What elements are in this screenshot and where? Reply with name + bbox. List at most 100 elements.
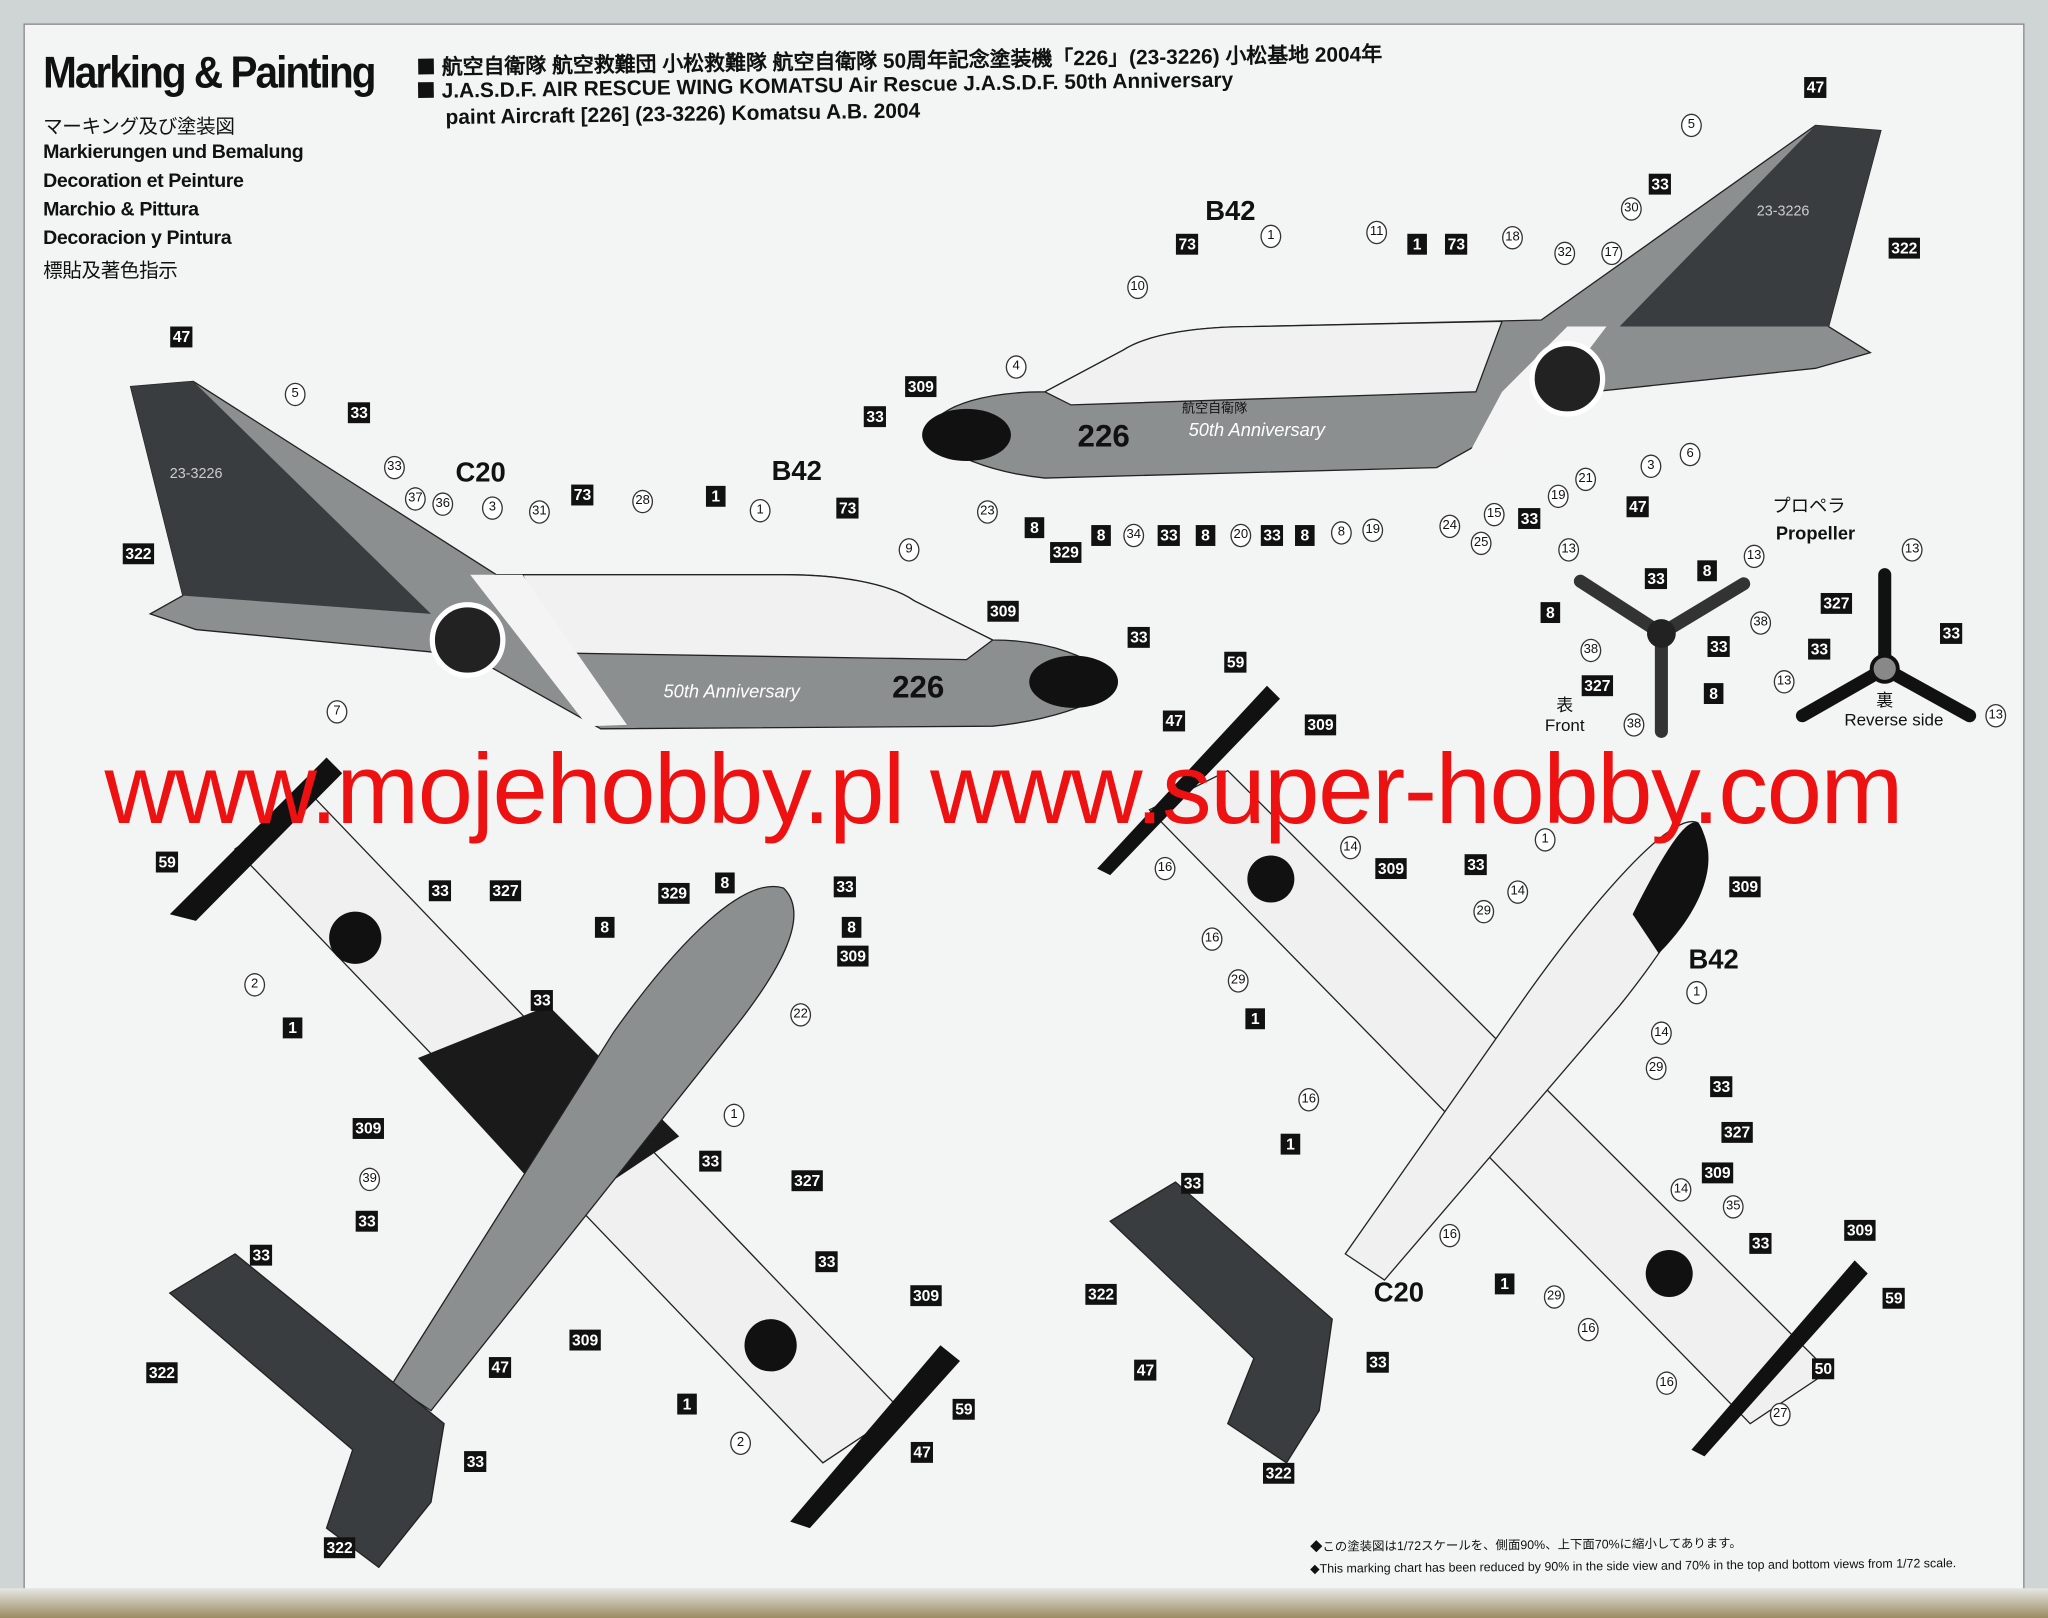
decal-callout: 6 bbox=[1679, 442, 1701, 467]
decal-callout: 2 bbox=[730, 1431, 752, 1456]
decal-callout: 3 bbox=[1640, 454, 1662, 479]
decal-callout: 11 bbox=[1366, 220, 1388, 245]
decal-callout: 322 bbox=[146, 1362, 178, 1384]
decal-callout: 327 bbox=[1820, 592, 1853, 614]
decal-callout: 309 bbox=[987, 600, 1019, 622]
page-title: Marking & Painting bbox=[43, 47, 376, 98]
decal-callout: 1 bbox=[723, 1103, 745, 1128]
decal-callout: 3 bbox=[481, 496, 503, 520]
decal-callout: 8 bbox=[1330, 521, 1352, 545]
side-view-right: 226 50th Anniversary 23-3226 航空自衛隊 bbox=[922, 124, 1882, 479]
decal-callout: 33 bbox=[1644, 568, 1668, 590]
tail-serial: 23-3226 bbox=[170, 466, 223, 482]
decal-callout: 38 bbox=[1623, 713, 1645, 737]
tail-serial: 23-3226 bbox=[1757, 204, 1810, 220]
decal-callout: 23 bbox=[976, 500, 998, 524]
decal-callout: 37 bbox=[404, 487, 426, 511]
decal-callout: 29 bbox=[1227, 969, 1249, 993]
decal-callout: 1 bbox=[1280, 1133, 1301, 1155]
nose-black bbox=[1632, 822, 1709, 954]
decal-callout: 8 bbox=[1295, 525, 1315, 546]
subtitle-jp: マーキング及び塗装図 bbox=[43, 116, 235, 139]
decal-callout: 13 bbox=[1985, 703, 2007, 728]
decal-callout: 1 bbox=[677, 1393, 697, 1415]
roundel bbox=[429, 602, 506, 678]
tailplane bbox=[1109, 1181, 1333, 1464]
decal-sheet-label: C20 bbox=[455, 457, 506, 488]
decal-callout: 309 bbox=[1701, 1162, 1734, 1184]
propeller-title-en: Propeller bbox=[1775, 522, 1856, 544]
decal-callout: 8 bbox=[1091, 525, 1111, 546]
decal-callout: 33 bbox=[833, 876, 857, 898]
decal-callout: 14 bbox=[1670, 1178, 1692, 1202]
tail-dark bbox=[1619, 125, 1881, 327]
decal-callout: 309 bbox=[1375, 858, 1407, 880]
decal-callout: 33 bbox=[1181, 1172, 1204, 1194]
decal-callout: 8 bbox=[1703, 683, 1724, 704]
decal-callout: 1 bbox=[1407, 233, 1427, 255]
anniversary-text: 50th Anniversary bbox=[1189, 419, 1327, 440]
decal-callout: 50 bbox=[1812, 1358, 1835, 1380]
anniversary-text: 50th Anniversary bbox=[664, 680, 802, 701]
decal-callout: 8 bbox=[1540, 602, 1561, 624]
cockpit-white bbox=[521, 574, 994, 661]
decal-callout: 47 bbox=[910, 1441, 934, 1463]
decal-callout: 20 bbox=[1230, 523, 1252, 548]
decal-callout: 5 bbox=[284, 382, 306, 407]
decal-callout: 8 bbox=[1024, 517, 1045, 539]
cockpit-white bbox=[1043, 320, 1503, 406]
decal-callout: 309 bbox=[1844, 1219, 1876, 1241]
decal-callout: 8 bbox=[594, 916, 615, 938]
decal-callout: 33 bbox=[815, 1251, 839, 1273]
nose-black bbox=[1029, 655, 1119, 708]
underside-view bbox=[168, 757, 960, 1569]
decal-callout: 24 bbox=[1439, 514, 1461, 539]
decal-callout: 73 bbox=[1444, 233, 1468, 255]
decal-callout: 19 bbox=[1362, 518, 1384, 543]
decal-callout: 31 bbox=[528, 500, 550, 524]
decal-callout: 47 bbox=[1626, 496, 1650, 518]
decal-callout: 1 bbox=[1260, 224, 1282, 249]
decal-callout: 16 bbox=[1298, 1087, 1320, 1112]
propeller-reverse bbox=[1795, 568, 1977, 723]
decal-callout: 22 bbox=[790, 1003, 812, 1027]
table-edge bbox=[0, 1588, 2048, 1618]
decal-callout: 17 bbox=[1601, 241, 1623, 266]
decal-callout: 34 bbox=[1123, 523, 1145, 548]
roundel bbox=[744, 1319, 797, 1372]
pod-left bbox=[1097, 685, 1280, 876]
decal-callout: 33 bbox=[1518, 508, 1541, 529]
decal-callout: 38 bbox=[1580, 638, 1602, 663]
decal-callout: 28 bbox=[632, 489, 654, 514]
decal-callout: 309 bbox=[1304, 714, 1337, 736]
decal-callout: 33 bbox=[347, 402, 371, 424]
decal-callout: 4 bbox=[1005, 355, 1027, 379]
decal-callout: 33 bbox=[1366, 1351, 1390, 1373]
decal-callout: 1 bbox=[749, 498, 771, 523]
decal-callout: 1 bbox=[1534, 828, 1556, 852]
tail-dark bbox=[130, 381, 432, 614]
decal-callout: 25 bbox=[1470, 531, 1492, 556]
decal-callout: 2 bbox=[244, 973, 266, 997]
decal-callout: 59 bbox=[155, 851, 179, 873]
decal-callout: 29 bbox=[1645, 1056, 1667, 1081]
decal-callout: 47 bbox=[1134, 1359, 1157, 1381]
subtitle-cn: 標貼及著色指示 bbox=[43, 259, 178, 283]
decal-callout: 329 bbox=[658, 882, 690, 904]
decal-callout: 38 bbox=[1750, 611, 1772, 635]
decal-callout: 33 bbox=[1648, 173, 1672, 195]
decal-callout: 35 bbox=[1722, 1195, 1744, 1219]
decal-callout: 47 bbox=[488, 1357, 512, 1378]
decal-callout: 33 bbox=[464, 1451, 487, 1472]
side-number: 226 bbox=[892, 669, 944, 704]
decal-callout: 5 bbox=[1680, 113, 1702, 138]
decal-callout: 322 bbox=[1085, 1283, 1117, 1305]
roundel bbox=[329, 911, 382, 964]
pod-left bbox=[169, 757, 343, 921]
decal-callout: 1 bbox=[282, 1017, 303, 1039]
decal-callout: 33 bbox=[1260, 525, 1284, 546]
topside-view bbox=[1097, 685, 1868, 1464]
subtitle-es: Decoracion y Pintura bbox=[43, 227, 232, 250]
decal-callout: 309 bbox=[352, 1118, 385, 1139]
